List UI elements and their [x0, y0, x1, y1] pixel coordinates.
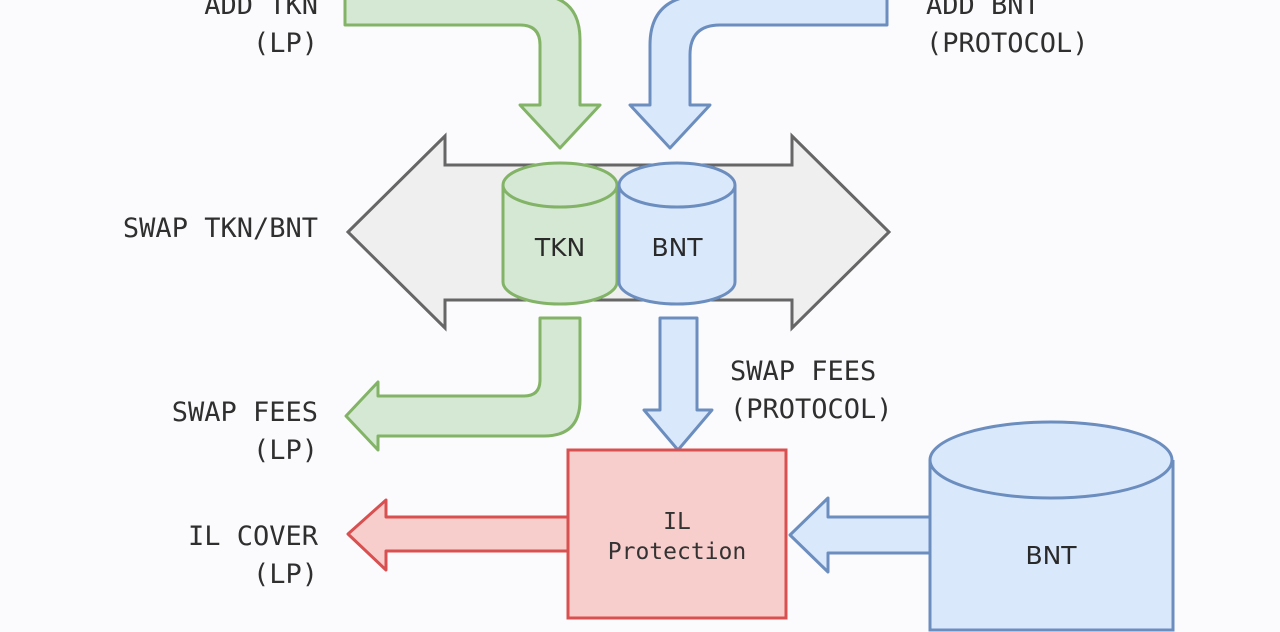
il-protection-label-line2: Protection [608, 539, 746, 565]
add-tkn-label-line2: (LP) [253, 28, 318, 59]
swap-fees-lp-label-line2: (LP) [253, 435, 318, 466]
bnt-pool-label: BNT [651, 233, 703, 262]
swap-pair-label: SWAP TKN/BNT [123, 213, 318, 244]
add-tkn-label-line1: ADD TKN [204, 0, 318, 21]
add-bnt-arrow-icon [628, 0, 889, 150]
add-bnt-label-line2: (PROTOCOL) [926, 28, 1089, 59]
il-cover-arrow-icon [346, 498, 570, 572]
swap-fees-lp-arrow-icon [344, 316, 582, 452]
bnt-reserve-label: BNT [1025, 541, 1077, 570]
tkn-pool-cylinder-icon [501, 161, 619, 306]
il-cover-label-line1: IL COVER [188, 521, 319, 552]
swap-fees-protocol-label-line1: SWAP FEES [730, 356, 876, 387]
swap-fees-lp-label-line1: SWAP FEES [172, 397, 318, 428]
swap-fees-protocol-label-line2: (PROTOCOL) [730, 394, 893, 425]
swap-fees-protocol-arrow-icon [642, 316, 714, 452]
il-protection-label-line1: IL [663, 509, 691, 535]
bnt-reserve-cylinder-icon [928, 420, 1175, 632]
il-protection-box [566, 448, 788, 620]
bnt-pool-cylinder-icon [617, 161, 737, 306]
tkn-pool-label: TKN [534, 233, 585, 262]
add-tkn-arrow-icon [343, 0, 602, 150]
add-bnt-label-line1: ADD BNT [926, 0, 1040, 21]
il-cover-label-line2: (LP) [253, 559, 318, 590]
bnt-reserve-arrow-icon [788, 496, 932, 574]
